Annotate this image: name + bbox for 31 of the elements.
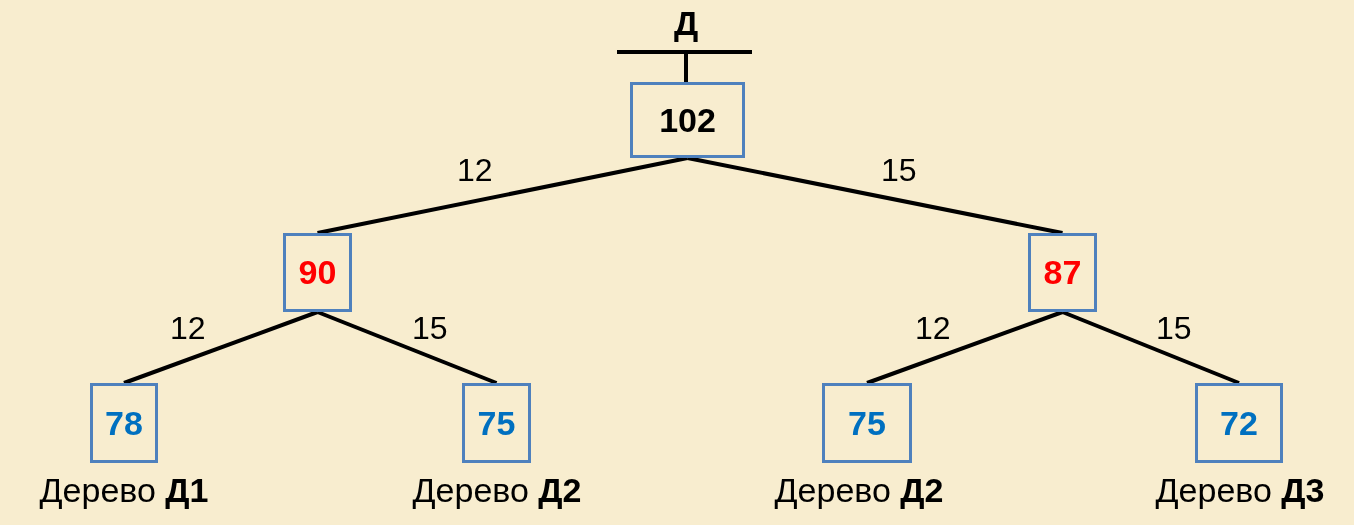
tree-branch-line [317, 156, 688, 235]
tree-branch-line [687, 156, 1063, 235]
value-box [462, 383, 531, 463]
value-box [283, 233, 352, 312]
edge-label: 12 [457, 152, 493, 189]
node-value: 78 [105, 403, 143, 443]
tree-branch-line [316, 310, 498, 385]
edge-label: 15 [412, 310, 448, 347]
value-box [1195, 383, 1283, 463]
value-box [90, 383, 158, 463]
node-value: 75 [848, 403, 886, 443]
tree-branch-line [1061, 310, 1240, 385]
tree-caption: Дерево Д2 [774, 471, 944, 510]
edge-label: 15 [881, 152, 917, 189]
tree-caption: Дерево Д1 [39, 471, 209, 510]
edge-label: 15 [1156, 310, 1192, 347]
tree-branch-line [866, 310, 1064, 385]
value-box [630, 82, 745, 158]
node-value: 87 [1043, 253, 1082, 292]
value-box [822, 383, 912, 463]
edge-label: 12 [915, 310, 951, 347]
edge-label: 12 [170, 310, 206, 347]
root-label: Д [673, 4, 699, 43]
node-value: 72 [1220, 403, 1258, 443]
node-value: 102 [659, 100, 716, 140]
tree-caption: Дерево Д2 [412, 471, 582, 510]
tree-caption: Дерево Д3 [1155, 471, 1325, 510]
node-value: 90 [298, 253, 337, 292]
tree-branch-line [123, 310, 319, 385]
value-box [1028, 233, 1097, 312]
node-value: 75 [477, 403, 516, 443]
